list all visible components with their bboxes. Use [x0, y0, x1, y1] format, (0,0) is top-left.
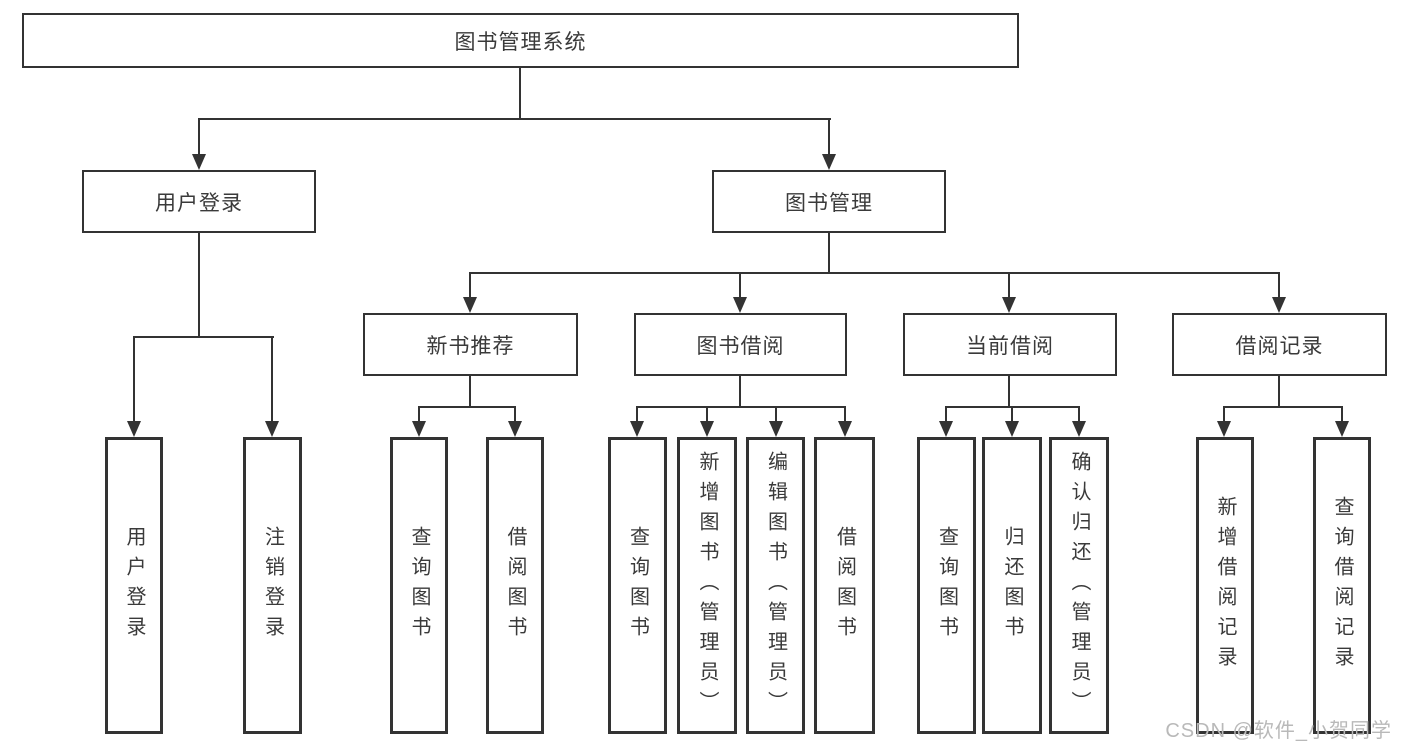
arrow-down-icon	[1335, 421, 1349, 437]
connector-line	[133, 336, 274, 338]
arrow-down-icon	[463, 297, 477, 313]
leaf-edit-book-admin: 编辑图书（管理员）	[746, 437, 805, 734]
node-book-borrow-label: 图书借阅	[696, 334, 785, 358]
leaf-query-borrow-record-label: 查询借阅记录	[1331, 495, 1353, 676]
arrow-down-icon	[700, 421, 714, 437]
node-user-login: 用户登录	[82, 170, 316, 233]
connector-line	[469, 376, 471, 408]
node-new-books: 新书推荐	[363, 313, 578, 376]
csdn-watermark: CSDN @软件_小贺同学	[1165, 720, 1392, 742]
leaf-user-login: 用户登录	[105, 437, 163, 734]
arrow-down-icon	[192, 154, 206, 170]
leaf-logout: 注销登录	[243, 437, 302, 734]
leaf-logout-label: 注销登录	[261, 525, 284, 646]
connector-line	[519, 68, 521, 118]
leaf-query-books-1: 查询图书	[390, 437, 448, 734]
node-root: 图书管理系统	[22, 13, 1019, 68]
leaf-confirm-return-admin-label: 确认归还（管理员）	[1068, 450, 1090, 721]
connector-line	[514, 406, 516, 423]
node-borrow-records-label: 借阅记录	[1235, 334, 1324, 358]
leaf-return-book-label: 归还图书	[1001, 525, 1023, 646]
leaf-borrow-books-2-label: 借阅图书	[833, 525, 856, 646]
leaf-confirm-return-admin: 确认归还（管理员）	[1049, 437, 1109, 734]
connector-line	[636, 406, 846, 408]
connector-line	[1223, 406, 1225, 423]
arrow-down-icon	[630, 421, 644, 437]
leaf-query-books-2: 查询图书	[608, 437, 667, 734]
arrow-down-icon	[1002, 297, 1016, 313]
connector-line	[844, 406, 846, 423]
connector-line	[1278, 376, 1280, 408]
arrow-down-icon	[508, 421, 522, 437]
connector-line	[133, 336, 135, 423]
connector-line	[418, 406, 420, 423]
leaf-user-login-label: 用户登录	[123, 525, 145, 646]
connector-line	[775, 406, 777, 423]
leaf-add-book-admin: 新增图书（管理员）	[677, 437, 737, 734]
arrow-down-icon	[1272, 297, 1286, 313]
connector-line	[469, 272, 471, 299]
connector-line	[198, 118, 831, 120]
leaf-query-borrow-record: 查询借阅记录	[1313, 437, 1371, 734]
leaf-query-books-1-label: 查询图书	[408, 525, 430, 646]
node-root-label: 图书管理系统	[454, 30, 587, 54]
arrow-down-icon	[1072, 421, 1086, 437]
connector-line	[1078, 406, 1080, 423]
connector-line	[271, 336, 273, 423]
node-book-borrow: 图书借阅	[634, 313, 847, 376]
arrow-down-icon	[822, 154, 836, 170]
connector-line	[418, 406, 516, 408]
node-current-borrow: 当前借阅	[903, 313, 1117, 376]
leaf-edit-book-admin-label: 编辑图书（管理员）	[764, 450, 787, 721]
leaf-borrow-books-2: 借阅图书	[814, 437, 875, 734]
connector-line	[739, 272, 741, 299]
leaf-borrow-books-1: 借阅图书	[486, 437, 544, 734]
connector-line	[706, 406, 708, 423]
arrow-down-icon	[733, 297, 747, 313]
node-book-mgmt: 图书管理	[712, 170, 946, 233]
node-borrow-records: 借阅记录	[1172, 313, 1387, 376]
leaf-query-books-3: 查询图书	[917, 437, 976, 734]
node-new-books-label: 新书推荐	[426, 334, 515, 358]
connector-line	[1008, 272, 1010, 299]
arrow-down-icon	[838, 421, 852, 437]
arrow-down-icon	[412, 421, 426, 437]
leaf-return-book: 归还图书	[982, 437, 1042, 734]
connector-line	[1011, 406, 1013, 423]
connector-line	[739, 376, 741, 408]
connector-line	[198, 233, 200, 336]
connector-line	[828, 118, 830, 156]
arrow-down-icon	[939, 421, 953, 437]
leaf-add-borrow-record: 新增借阅记录	[1196, 437, 1254, 734]
connector-line	[198, 118, 200, 156]
node-current-borrow-label: 当前借阅	[966, 334, 1054, 358]
arrow-down-icon	[265, 421, 279, 437]
connector-line	[1008, 376, 1010, 408]
arrow-down-icon	[1005, 421, 1019, 437]
connector-line	[469, 272, 1280, 274]
connector-line	[1341, 406, 1343, 423]
node-book-mgmt-label: 图书管理	[785, 191, 873, 215]
leaf-query-books-3-label: 查询图书	[935, 525, 958, 646]
connector-line	[1223, 406, 1343, 408]
leaf-add-borrow-record-label: 新增借阅记录	[1214, 495, 1236, 676]
connector-line	[636, 406, 638, 423]
arrow-down-icon	[1217, 421, 1231, 437]
connector-line	[945, 406, 947, 423]
connector-line	[828, 233, 830, 274]
connector-line	[1278, 272, 1280, 299]
arrow-down-icon	[127, 421, 141, 437]
leaf-add-book-admin-label: 新增图书（管理员）	[696, 450, 718, 721]
leaf-query-books-2-label: 查询图书	[626, 525, 649, 646]
leaf-borrow-books-1-label: 借阅图书	[504, 525, 526, 646]
node-user-login-label: 用户登录	[155, 191, 243, 215]
arrow-down-icon	[769, 421, 783, 437]
